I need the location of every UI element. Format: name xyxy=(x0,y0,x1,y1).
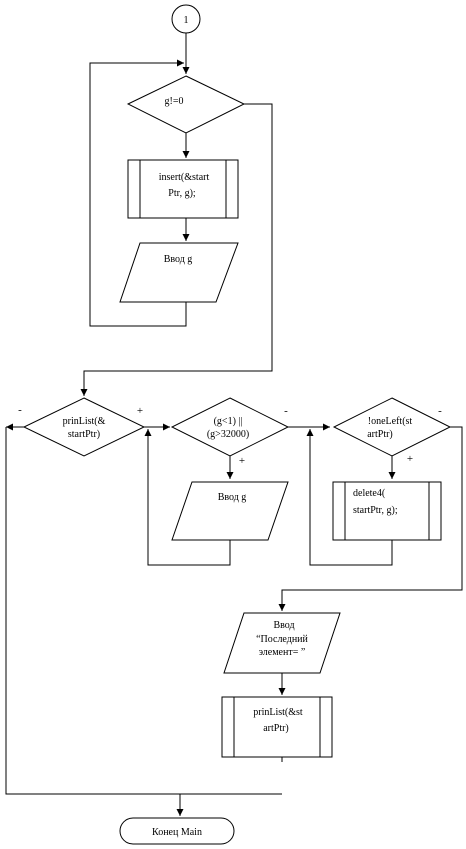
terminator-end-label: Конец Main xyxy=(152,827,202,838)
input-g-range xyxy=(171,481,289,541)
connector-label: 1 xyxy=(184,15,189,26)
edge-range-loop-back xyxy=(144,429,231,566)
process-printlist-final xyxy=(221,696,333,758)
process-insert-line1: insert(&start xyxy=(159,172,210,183)
input-last-element-line1: Ввод xyxy=(273,620,294,631)
condition-g-not-zero-label: g!=0 xyxy=(165,96,184,107)
input-last-element xyxy=(223,612,341,674)
decision-oneleft-minus: - xyxy=(438,405,442,417)
decision-oneleft xyxy=(332,397,452,457)
decision-range xyxy=(170,397,290,457)
decision-range-line2: (g>32000) xyxy=(207,429,249,440)
input-g-range-label: Ввод g xyxy=(218,492,247,503)
decision-range-plus: + xyxy=(239,455,245,467)
process-printlist-final-line1: prinList(&st xyxy=(253,707,303,718)
process-delete-line1: delete4( xyxy=(353,488,386,499)
decision-printlist-line2: startPtr) xyxy=(68,429,100,440)
process-printlist-final-line2: artPtr) xyxy=(263,723,289,734)
input-g-loop-label: Ввод g xyxy=(164,254,193,265)
condition-g-not-zero xyxy=(126,75,246,134)
edge-printlist-minus-route xyxy=(5,427,282,795)
edge-oneleft-loop-back xyxy=(306,429,393,566)
decision-oneleft-plus: + xyxy=(407,453,413,465)
process-insert xyxy=(127,159,239,219)
decision-printlist-plus: + xyxy=(137,405,143,417)
decision-printlist-line1: prinList(& xyxy=(63,416,106,427)
decision-oneleft-line1: !oneLeft(st xyxy=(368,416,413,427)
decision-range-minus: - xyxy=(284,405,288,417)
process-delete xyxy=(332,481,442,541)
input-g-loop xyxy=(119,242,239,303)
decision-printlist xyxy=(22,397,146,457)
process-insert-line2: Ptr, g); xyxy=(168,188,196,199)
input-last-element-line3: элемент= ” xyxy=(259,647,306,658)
terminator-end xyxy=(119,817,235,845)
decision-oneleft-line2: artPtr) xyxy=(367,429,393,440)
input-last-element-line2: “Последний xyxy=(256,634,308,645)
decision-range-line1: (g<1) || xyxy=(214,416,243,427)
edge-loop-back xyxy=(89,62,187,327)
decision-printlist-minus: - xyxy=(18,404,22,416)
process-delete-line2: startPtr, g); xyxy=(353,505,398,516)
edge-loop-exit xyxy=(80,103,273,396)
edge-oneleft-minus xyxy=(278,426,463,611)
